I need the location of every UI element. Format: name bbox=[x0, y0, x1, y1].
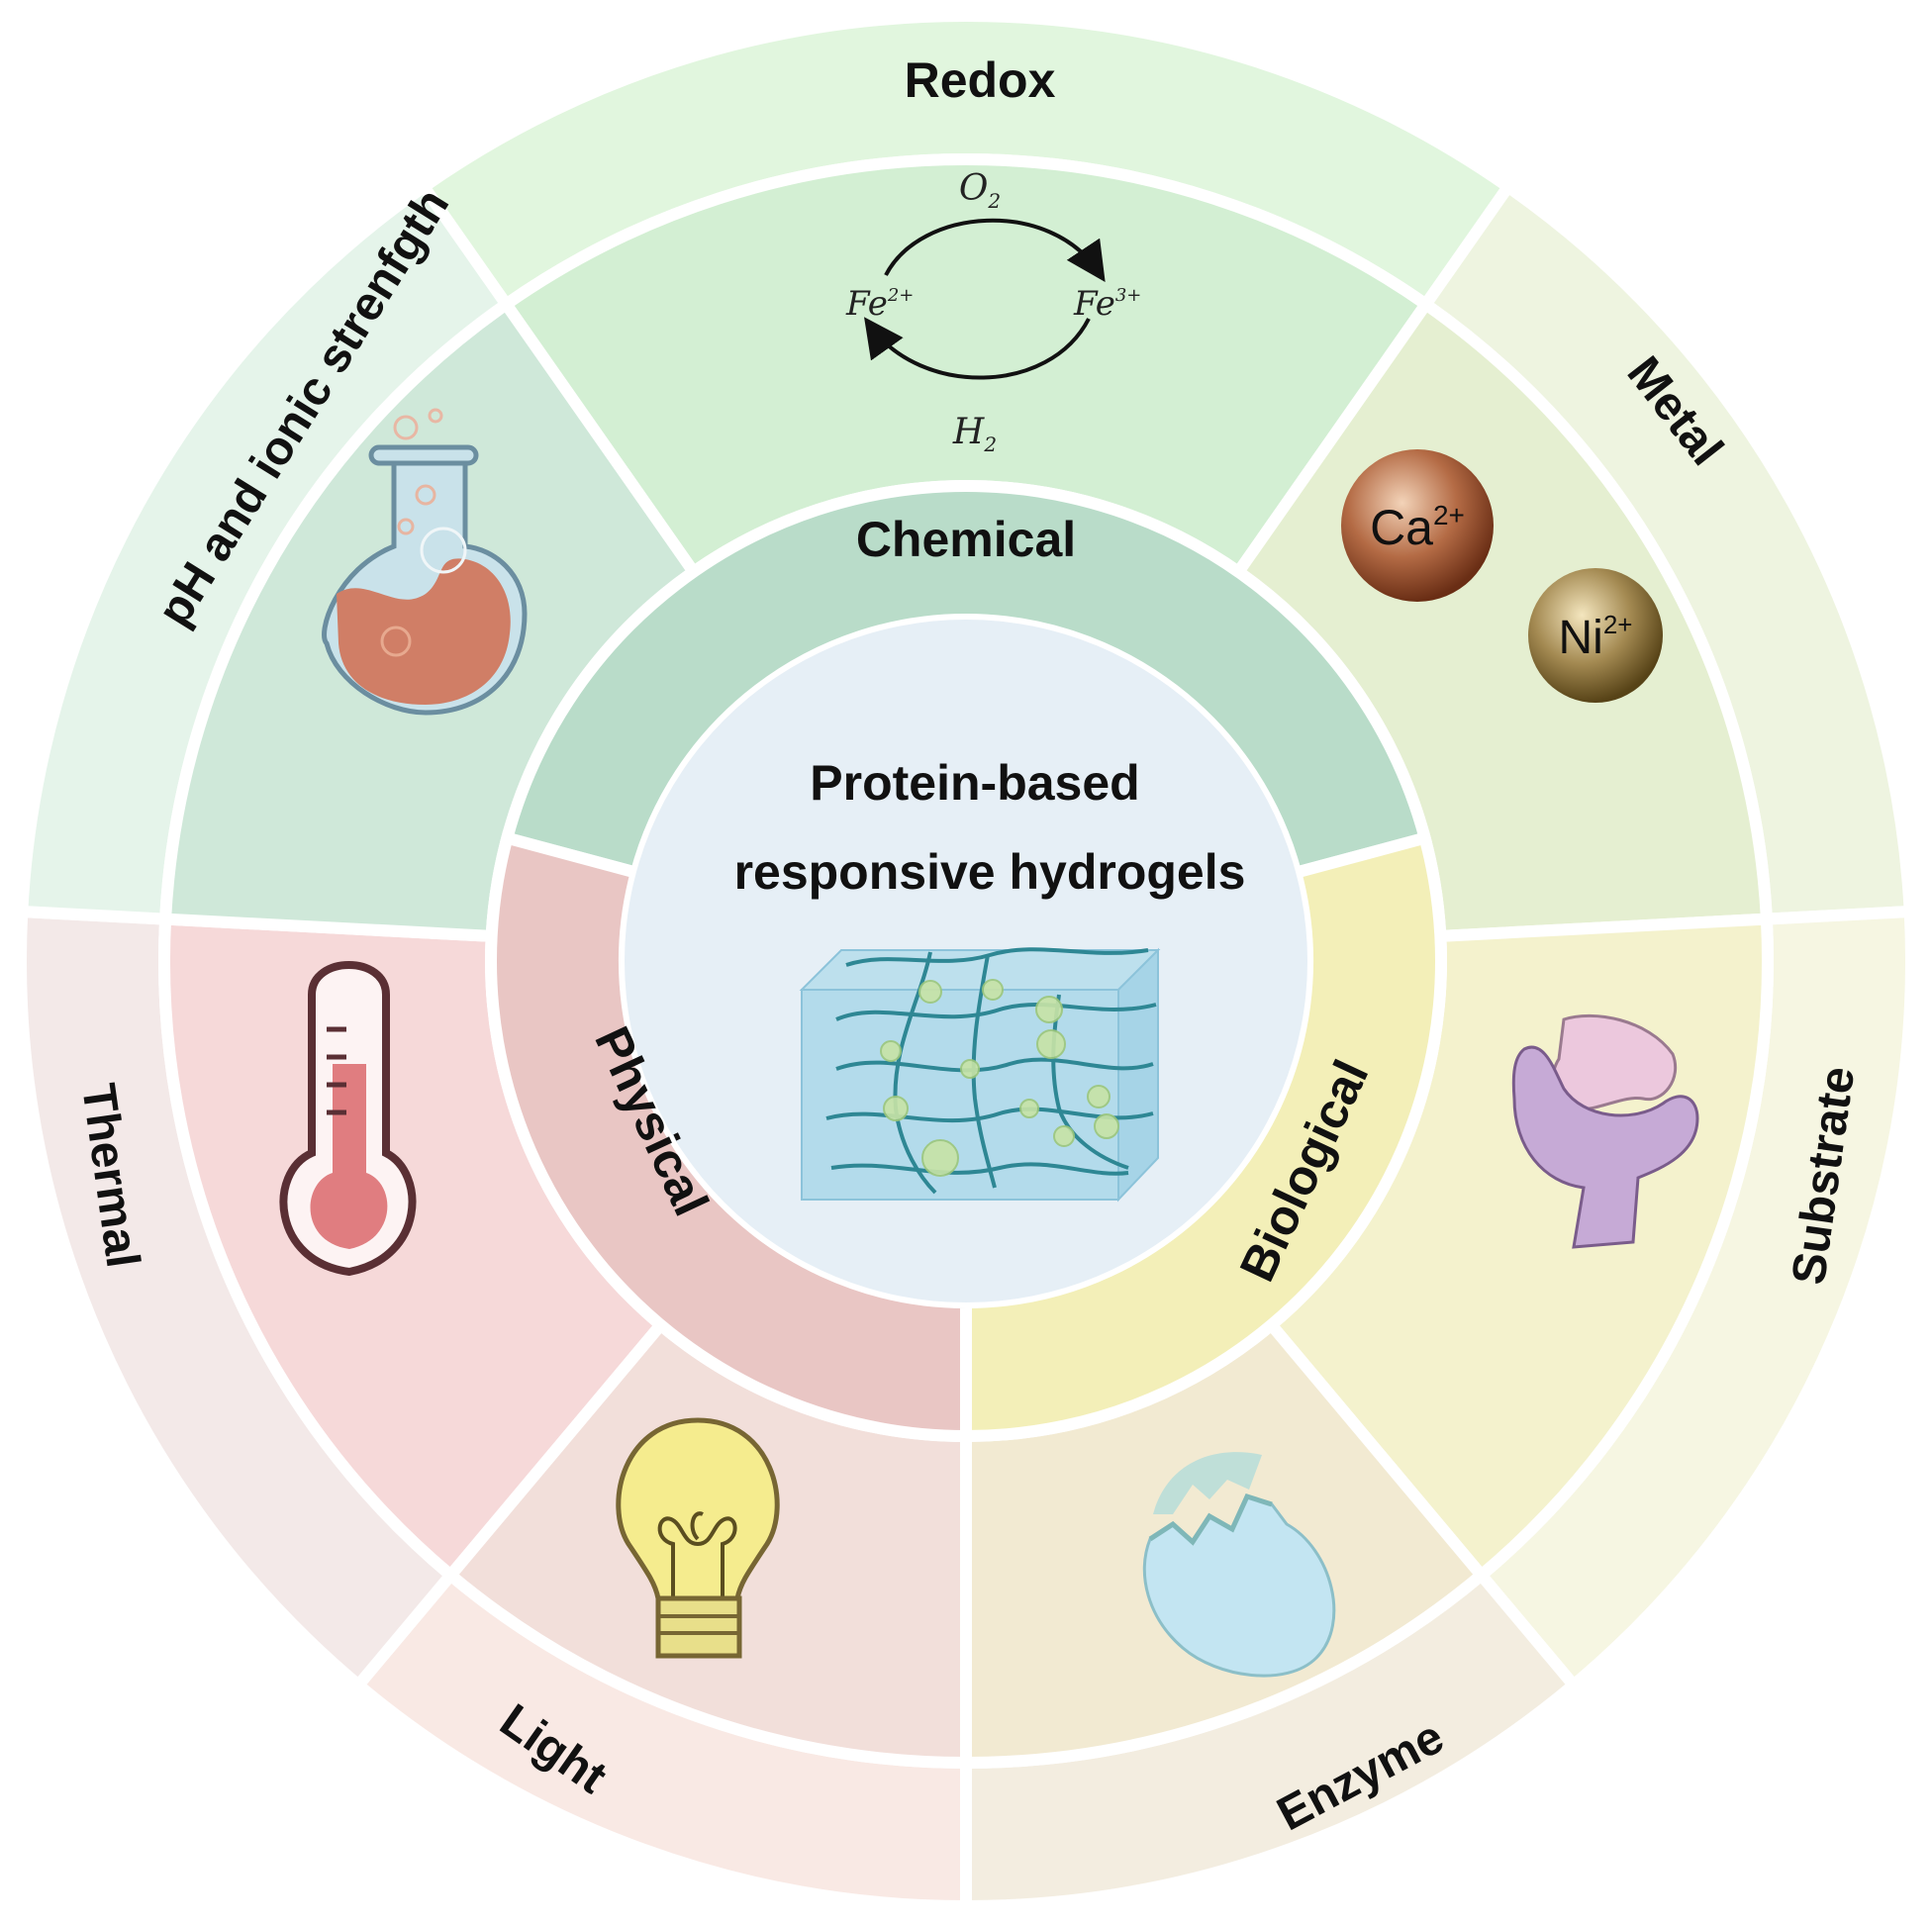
center-title-line2: responsive hydrogels bbox=[734, 844, 1246, 900]
redox-o2: O2 bbox=[959, 168, 1001, 213]
hydrogel-network-icon bbox=[799, 947, 1161, 1203]
nickel-ion bbox=[1528, 568, 1663, 703]
redox-cycle-icon: O2 H2 Fe2+ Fe3+ bbox=[845, 168, 1141, 456]
redox-h2: H2 bbox=[952, 412, 997, 456]
metal-ion-icon: Ca2+ Ni2+ bbox=[1341, 449, 1663, 703]
calcium-ion bbox=[1341, 449, 1494, 602]
nickel-ion-label: Ni2+ bbox=[1559, 610, 1633, 664]
substrate-receptor-icon bbox=[1511, 1013, 1699, 1249]
stimulus-label-redox: Redox bbox=[905, 52, 1056, 108]
calcium-ion-label: Ca2+ bbox=[1370, 500, 1465, 555]
center-title-line1: Protein-based bbox=[810, 755, 1139, 811]
category-label-chemical: Chemical bbox=[856, 512, 1076, 567]
flask-icon bbox=[322, 408, 528, 716]
thermometer-icon bbox=[279, 961, 417, 1277]
diagram-sectors bbox=[15, 9, 1917, 1913]
light-bulb-icon bbox=[616, 1417, 780, 1659]
redox-fe3: Fe3+ bbox=[1073, 284, 1141, 324]
redox-fe2: Fe2+ bbox=[845, 284, 914, 324]
egg-shell-icon bbox=[1142, 1452, 1336, 1678]
